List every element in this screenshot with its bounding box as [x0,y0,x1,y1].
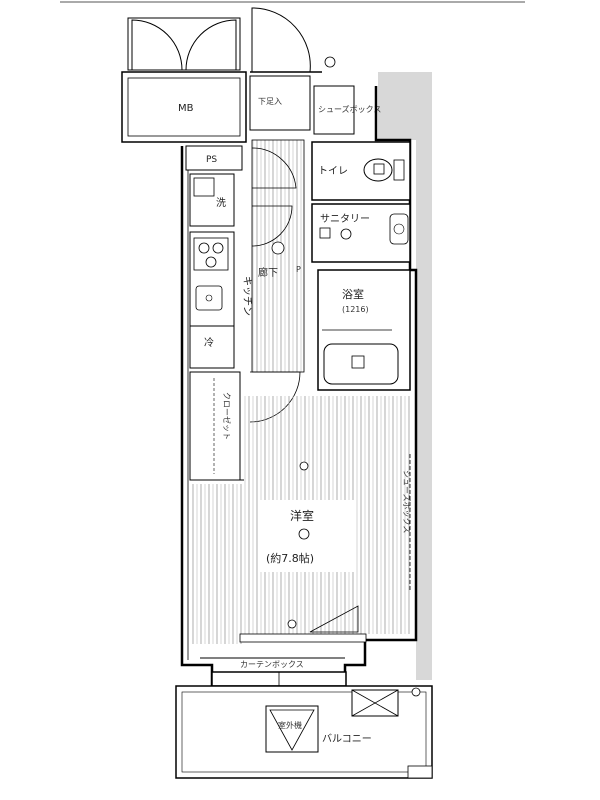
sanitary-light [340,228,352,240]
toilet-vent [373,163,385,175]
shoebox-label: 下足入 [258,97,282,106]
vanity-bowl [393,223,405,235]
bath-drain [351,355,365,369]
western-ceiling-mark [299,461,309,471]
bath-label: 浴室 [342,287,364,301]
storage-hatch [309,605,359,633]
bath-size-label: (1216) [342,305,369,314]
escape-hatch-arrow [269,709,315,751]
hall-door-2 [251,205,293,247]
genkan [249,75,311,131]
wall-shade-top [378,72,432,140]
balcony-label: バルコニー [322,733,372,745]
burner-1 [198,242,210,254]
mb-door-right [185,19,237,71]
balcony-step [407,765,433,779]
hall-door-1 [251,147,297,189]
hallway-floor [251,139,305,373]
stove [193,237,229,271]
hallway-ref-mark: P [296,265,301,274]
bay-note-label: シューズボックス [402,470,412,533]
mb-door-frame [127,17,241,71]
closet [189,371,241,481]
mb-door-left [131,19,183,71]
ps-room [185,145,243,171]
storage-box [239,633,367,643]
mb-room [121,71,247,143]
toilet-room [311,141,411,201]
shoes-closet [313,85,355,135]
washer-label: 洗 [216,197,226,209]
corner-marker [324,56,336,68]
western-label: 洋室 [290,508,314,523]
washer-box [193,177,215,197]
washer-area [189,173,235,227]
hallway-light [271,241,285,255]
sanitary-vent [319,227,331,239]
toilet-bowl [363,158,393,182]
fridge-label: 冷 [204,336,214,349]
entrance-door [251,7,311,73]
outdoor-unit-x2 [351,689,399,717]
wall-shade-right [416,72,432,680]
burner-2 [212,242,224,254]
escape-hatch [265,705,319,753]
western-light [298,528,310,540]
ps-label: PS [206,155,217,165]
shoes-closet-label: シューズボックス [318,104,381,114]
western-ac-mark [287,619,297,629]
western-size-label: (約7.8帖) [266,551,314,565]
kitchen-label: キッチン [241,276,253,316]
sink [195,285,223,311]
curtain-box-label: カーテンボックス [240,660,304,669]
vanity [389,213,409,245]
sink-drain [205,294,213,302]
mb-label: MB [178,103,194,114]
balcony-inner [181,691,427,773]
western-floor-lower [192,484,244,644]
sanitary-label: サニタリー [320,213,370,225]
burner-3 [205,256,217,268]
hallway-label: 廊下 [258,266,278,279]
mb-inner [127,77,241,137]
toilet-tank [393,159,405,181]
bathtub [323,343,399,385]
toilet-label: トイレ [318,166,348,177]
balcony-corner-marker [411,687,421,697]
outdoor-unit-label: 室外機 [278,720,302,730]
closet-label: クローゼット [222,392,232,440]
